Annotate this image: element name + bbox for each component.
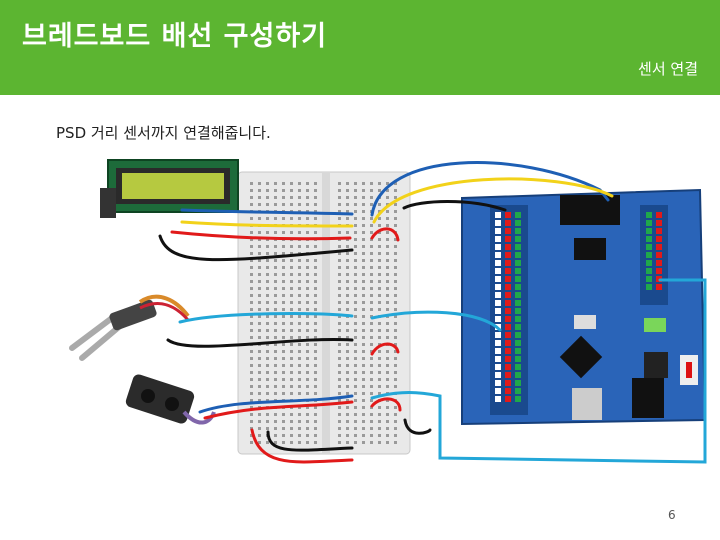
arduino-sensor-shield bbox=[461, 188, 707, 426]
page-number: 6 bbox=[668, 508, 676, 522]
soil-moisture-sensor bbox=[69, 294, 190, 361]
slide-title: 브레드보드 배선 구성하기 bbox=[22, 21, 328, 52]
body-text: PSD 거리 센서까지 연결해줍니다. bbox=[56, 124, 271, 142]
section-label: 센서 연결 bbox=[638, 60, 698, 78]
psd-distance-sensor bbox=[125, 374, 216, 425]
wires bbox=[158, 161, 707, 464]
title-bar bbox=[0, 0, 720, 95]
lcd-display bbox=[100, 159, 239, 218]
